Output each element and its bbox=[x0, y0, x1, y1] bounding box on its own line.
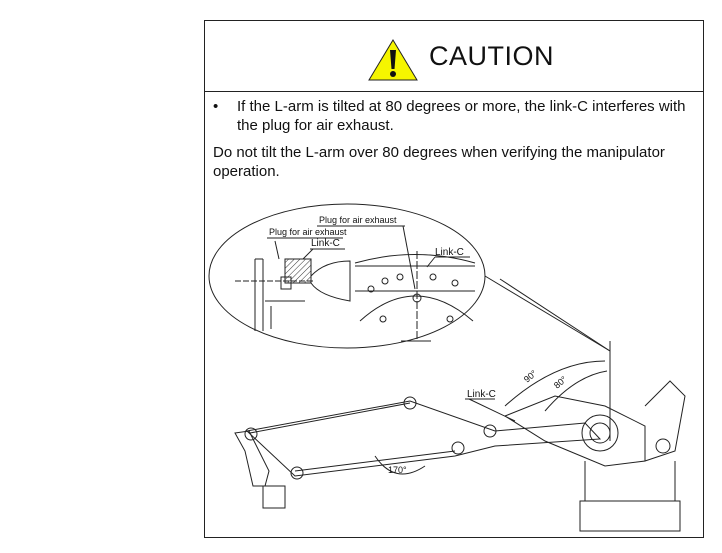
label-linkc-right: Link-C bbox=[435, 247, 464, 258]
label-plug-left: Plug for air exhaust bbox=[269, 227, 347, 237]
angle-arc-170 bbox=[374, 455, 426, 475]
angle-arc-90 bbox=[504, 360, 606, 407]
caution-title: CAUTION bbox=[429, 41, 554, 71]
label-linkc-left: Link-C bbox=[311, 238, 340, 249]
angle-arc-80 bbox=[544, 370, 608, 412]
caution-box: CAUTION • If the L-arm is tilted at 80 d… bbox=[204, 20, 704, 538]
manipulator-arm bbox=[234, 341, 686, 532]
caution-header: CAUTION bbox=[205, 21, 703, 92]
label-linkc-main: Link-C bbox=[467, 389, 496, 400]
caution-bullet-text: If the L-arm is tilted at 80 degrees or … bbox=[237, 98, 686, 134]
label-angle-170: 170° bbox=[388, 465, 407, 475]
bullet-marker: • bbox=[213, 98, 219, 115]
caution-instruction: Do not tilt the L-arm over 80 degrees wh… bbox=[213, 144, 665, 180]
warning-triangle-icon bbox=[368, 39, 418, 81]
manipulator-diagram: Plug for air exhaust Link-C Plug for air… bbox=[208, 203, 686, 532]
label-angle-80: 80° bbox=[552, 374, 569, 391]
label-plug-right: Plug for air exhaust bbox=[319, 215, 397, 225]
